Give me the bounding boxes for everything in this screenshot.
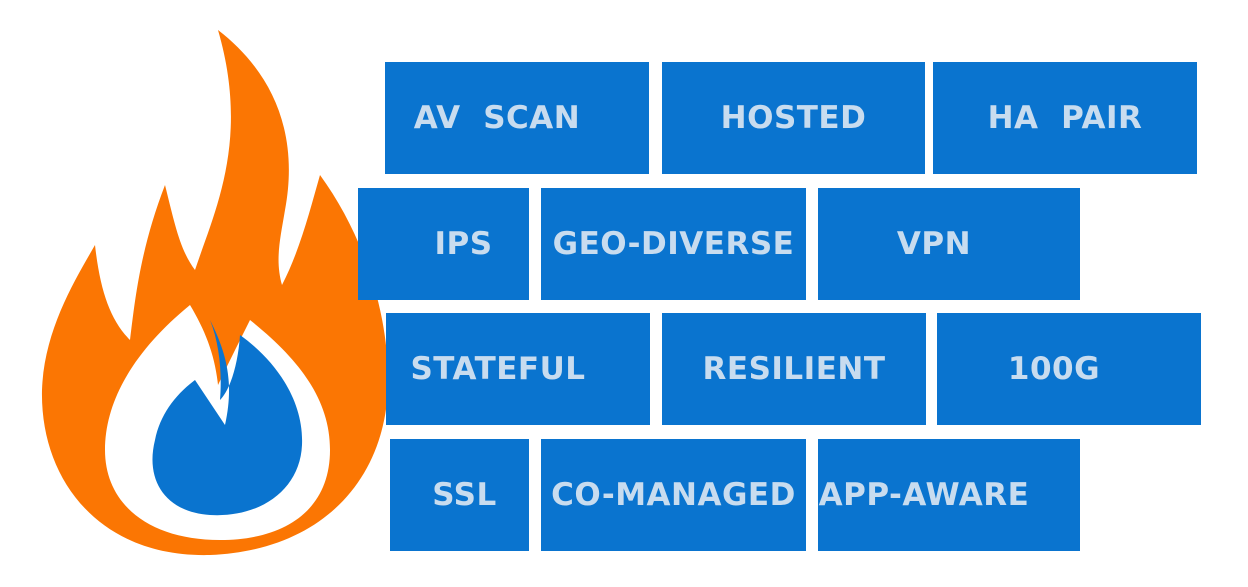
brick-ssl: SSL (390, 439, 529, 551)
brick-ha-pair: HA PAIR (933, 62, 1197, 174)
brick-label: VPN (896, 226, 972, 262)
brick-label: RESILIENT (702, 351, 886, 387)
flame-inner-blue (152, 320, 303, 516)
brick-geo-diverse: GEO-DIVERSE (541, 188, 806, 300)
brick-app-aware: APP-AWARE (818, 439, 1080, 551)
brick-hosted: HOSTED (662, 62, 925, 174)
brick-stateful: STATEFUL (386, 313, 650, 425)
brick-label: SSL (432, 477, 497, 513)
brick-ips: IPS (358, 188, 529, 300)
brick-label: AV SCAN (413, 100, 581, 136)
brick-label: IPS (434, 226, 493, 262)
brick-label: HOSTED (720, 100, 867, 136)
brick-label: APP-AWARE (818, 477, 1030, 513)
brick-vpn: VPN (818, 188, 1080, 300)
brick-av-scan: AV SCAN (385, 62, 649, 174)
brick-label: 100G (1007, 351, 1101, 387)
brick-co-managed: CO-MANAGED (541, 439, 806, 551)
brick-label: CO-MANAGED (551, 477, 796, 513)
brick-label: STATEFUL (410, 351, 586, 387)
brick-100g: 100G (937, 313, 1201, 425)
brick-label: GEO-DIVERSE (552, 226, 795, 262)
brick-resilient: RESILIENT (662, 313, 926, 425)
brick-label: HA PAIR (987, 100, 1143, 136)
